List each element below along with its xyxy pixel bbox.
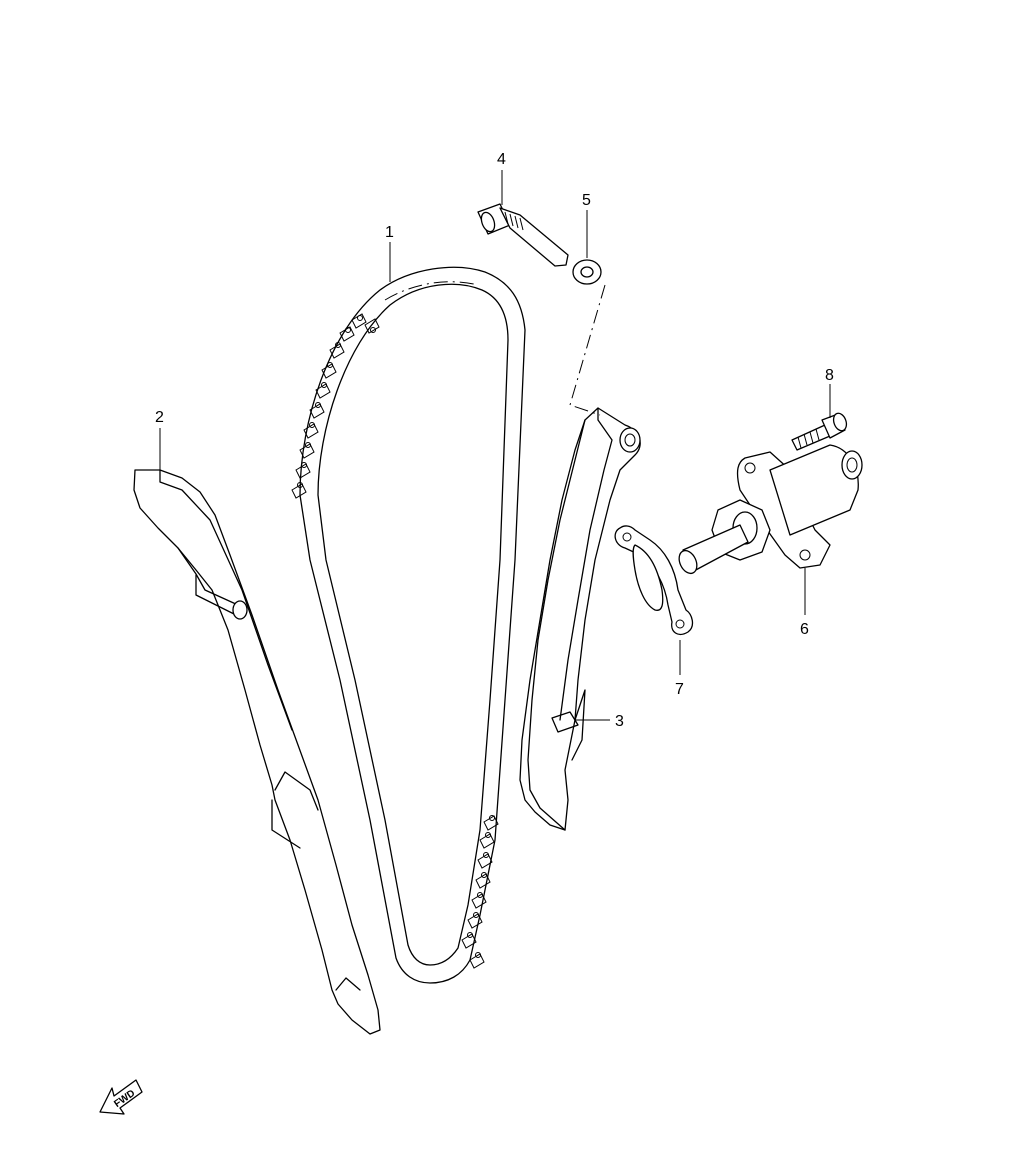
part-chain-guide bbox=[133, 469, 381, 1035]
callout-7: 7 bbox=[675, 681, 684, 698]
part-cam-chain bbox=[291, 266, 526, 984]
part-tensioner-guide bbox=[519, 407, 641, 831]
part-bolt bbox=[477, 203, 569, 267]
callout-8: 8 bbox=[825, 367, 834, 384]
callout-3: 3 bbox=[615, 713, 624, 730]
callout-1: 1 bbox=[385, 224, 394, 241]
fwd-arrow-icon: FWD bbox=[99, 1079, 143, 1115]
part-tensioner-adjuster bbox=[678, 444, 863, 575]
part-gasket bbox=[614, 525, 694, 636]
callout-5: 5 bbox=[582, 192, 591, 209]
part-washer bbox=[572, 259, 602, 285]
callout-2: 2 bbox=[155, 409, 164, 426]
callout-6: 6 bbox=[800, 621, 809, 638]
callout-4: 4 bbox=[497, 151, 506, 168]
part-small-bolt bbox=[791, 412, 848, 451]
